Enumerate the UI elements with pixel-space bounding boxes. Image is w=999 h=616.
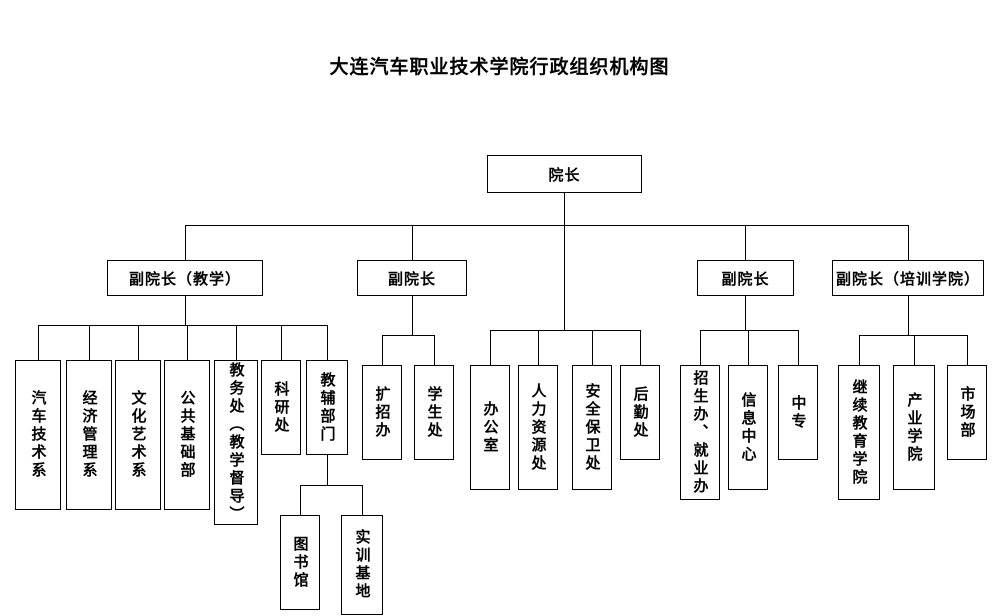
node-culture-arts-dept: 文化艺术系: [115, 360, 161, 510]
connector-line: [700, 330, 701, 365]
connector-line: [412, 225, 413, 260]
connector-line: [327, 455, 328, 485]
connector-line: [564, 193, 565, 225]
node-library: 图书馆: [280, 515, 320, 610]
connector-line: [748, 330, 749, 365]
connector-line: [412, 296, 413, 335]
connector-line: [382, 335, 383, 365]
node-academic-affairs-office: 教务处（教学督导）: [214, 360, 258, 525]
connector-line: [490, 330, 640, 331]
node-economic-mgmt-dept: 经济管理系: [66, 360, 112, 510]
node-automotive-tech-dept: 汽车技术系: [15, 360, 61, 510]
node-security-office: 安全保卫处: [572, 365, 612, 490]
connector-line: [327, 325, 328, 360]
connector-line: [700, 330, 798, 331]
connector-line: [859, 335, 860, 365]
page-title: 大连汽车职业技术学院行政组织机构图: [329, 57, 670, 78]
connector-line: [908, 225, 909, 260]
node-industry-college: 产业学院: [893, 365, 935, 490]
connector-line: [967, 335, 968, 365]
node-student-affairs-office: 学生处: [414, 365, 454, 460]
connector-line: [564, 225, 565, 330]
connector-line: [185, 225, 186, 260]
connector-line: [38, 325, 39, 360]
connector-line: [38, 325, 327, 326]
connector-line: [281, 325, 282, 360]
node-hr-office: 人力资源处: [518, 365, 558, 490]
connector-line: [914, 335, 915, 365]
connector-line: [362, 485, 363, 515]
connector-line: [185, 225, 908, 226]
connector-line: [300, 485, 301, 515]
node-marketing-dept: 市场部: [947, 365, 987, 460]
node-admissions-employment-office: 招生办、就业办: [680, 365, 720, 500]
connector-line: [89, 325, 90, 360]
node-vp-general-2: 副院长: [697, 260, 794, 296]
connector-line: [187, 325, 188, 360]
node-logistics-office: 后勤处: [620, 365, 660, 460]
connector-line: [185, 296, 186, 325]
connector-line: [138, 325, 139, 360]
node-teaching-support-dept: 教辅部门: [306, 360, 348, 455]
connector-line: [908, 296, 909, 335]
connector-line: [236, 325, 237, 360]
node-vp-general-1: 副院长: [357, 260, 467, 296]
node-vp-training: 副院长（培训学院）: [832, 260, 984, 296]
node-public-basics-dept: 公共基础部: [164, 360, 210, 510]
node-secondary-school: 中专: [778, 365, 818, 460]
connector-line: [798, 330, 799, 365]
connector-line: [490, 330, 491, 365]
connector-line: [640, 330, 641, 365]
connector-line: [300, 485, 362, 486]
node-training-base: 实训基地: [341, 515, 383, 615]
node-enrollment-expansion-office: 扩招办: [362, 365, 402, 460]
connector-line: [538, 330, 539, 365]
connector-line: [859, 335, 967, 336]
connector-line: [745, 296, 746, 330]
connector-line: [745, 225, 746, 260]
node-general-office: 办公室: [470, 365, 510, 490]
connector-line: [434, 335, 435, 365]
node-president: 院长: [487, 155, 642, 193]
node-continuing-education-college: 继续教育学院: [838, 365, 880, 500]
connector-line: [592, 330, 593, 365]
node-info-center: 信息中心: [728, 365, 768, 490]
node-vp-teaching: 副院长（教学）: [107, 260, 263, 296]
node-research-office: 科研处: [261, 360, 301, 455]
connector-line: [382, 335, 434, 336]
